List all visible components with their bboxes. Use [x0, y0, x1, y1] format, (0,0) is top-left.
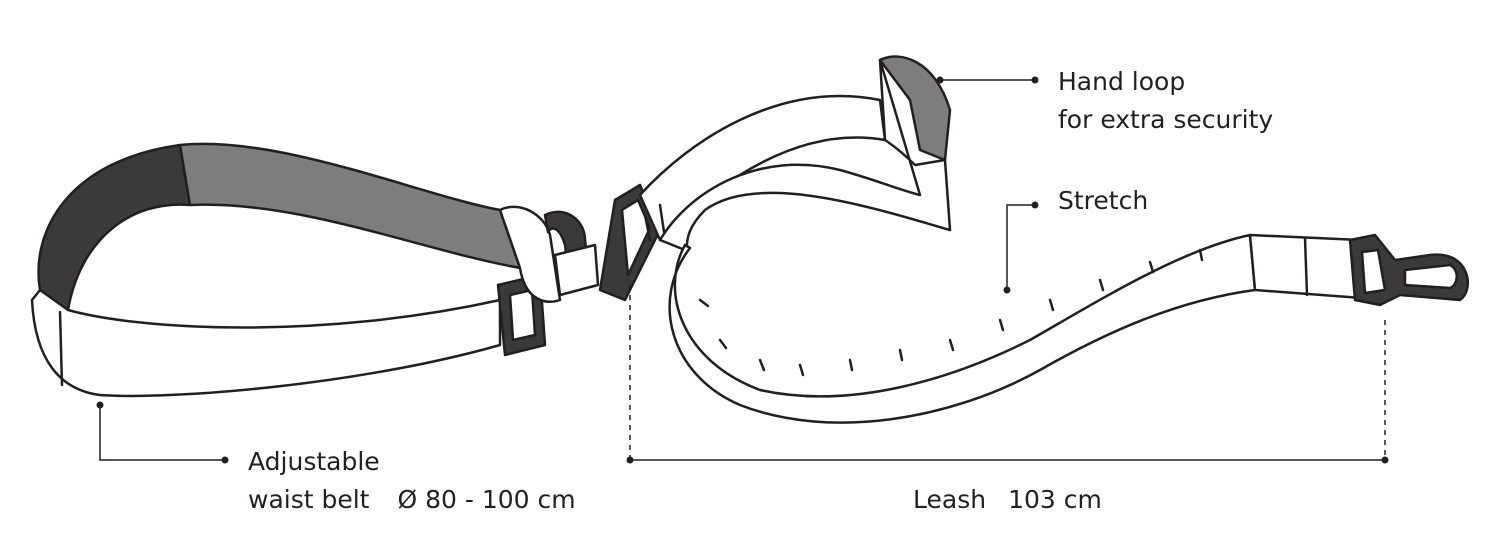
belt-gray-section	[178, 142, 522, 270]
leash-name: Leash	[913, 485, 987, 514]
hand-loop	[638, 55, 952, 252]
waist-belt-leader	[99, 405, 225, 461]
stretch-leader	[1006, 204, 1035, 290]
waist-belt-size: Ø 80 - 100 cm	[397, 485, 576, 514]
bungee-stretch	[668, 233, 1469, 424]
waist-belt-subtitle: waist belt	[248, 485, 370, 514]
hand-loop-subtitle: for extra security	[1058, 105, 1274, 134]
hand-loop-label: Hand loop for extra security	[1058, 63, 1273, 139]
waist-belt-title: Adjustable	[248, 447, 380, 476]
hand-loop-title: Hand loop	[1058, 67, 1186, 96]
belt-white-band	[30, 288, 502, 398]
belt-dark-section	[37, 143, 192, 312]
leash-label: Leash 103 cm	[913, 481, 1102, 519]
waist-belt-label: Adjustable waist belt Ø 80 - 100 cm	[248, 443, 576, 519]
waist-belt-line2: waist belt Ø 80 - 100 cm	[248, 481, 576, 519]
waist-belt	[30, 142, 662, 398]
leash-length: 103 cm	[1008, 485, 1102, 514]
annotation-lines	[99, 79, 1386, 461]
stretch-label: Stretch	[1058, 186, 1149, 215]
